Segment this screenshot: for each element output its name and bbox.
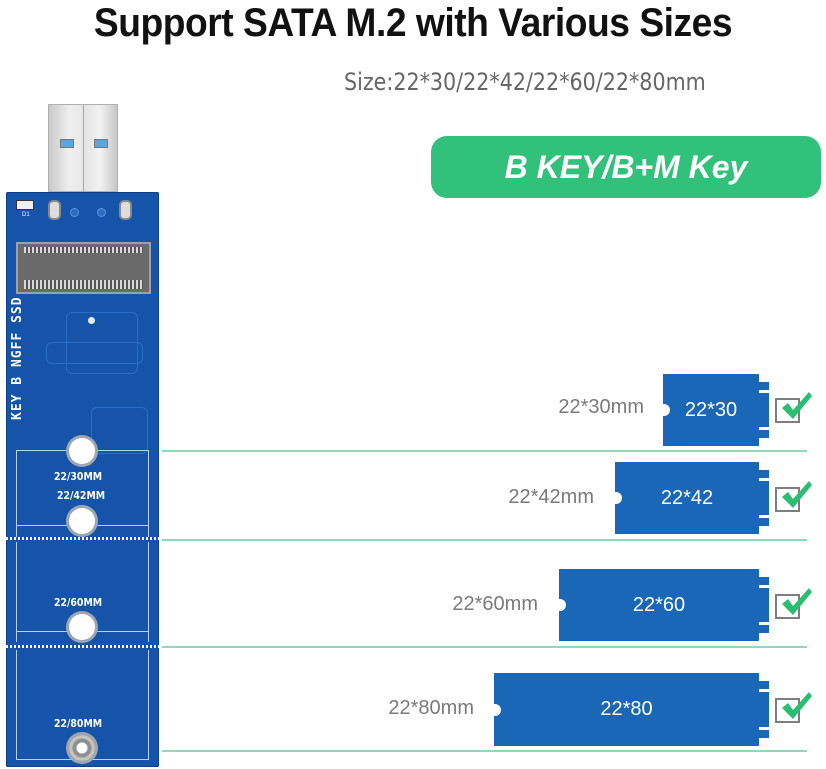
supported-checkbox-80 xyxy=(775,692,812,723)
mount-label-60: 22/60MM xyxy=(54,596,103,609)
size-label-60: 22*60mm xyxy=(452,593,538,615)
mount-label-30: 22/30MM xyxy=(54,470,103,483)
supported-checkbox-60 xyxy=(775,588,812,619)
zone-line xyxy=(16,542,17,642)
solder-pad xyxy=(119,200,132,220)
mount-hole-42 xyxy=(69,508,95,534)
led-component xyxy=(16,200,34,210)
mount-label-80: 22/80MM xyxy=(54,717,103,730)
ssd-card-42: 22*42 xyxy=(610,462,769,534)
key-type-label: B KEY/B+M Key xyxy=(504,148,748,185)
size-subtitle: Size:22*30/22*42/22*60/22*80mm xyxy=(344,68,706,96)
zone-line xyxy=(148,542,149,642)
via xyxy=(70,208,79,217)
guide-line-80 xyxy=(162,750,807,752)
guide-line-42 xyxy=(162,539,807,541)
mount-hole-30 xyxy=(69,438,95,464)
guide-line-30 xyxy=(162,450,807,452)
ssd-screw-notch xyxy=(554,599,566,611)
solder-pad xyxy=(48,200,61,220)
usb-connector xyxy=(48,104,118,193)
key-gap xyxy=(759,390,769,393)
board-silk-text: KEY B NGFF SSD xyxy=(10,296,25,420)
ssd-screw-notch xyxy=(489,703,501,716)
ssd-screw-notch xyxy=(658,404,670,416)
zone-line xyxy=(16,650,17,760)
mount-hole-60 xyxy=(69,614,95,640)
ssd-key-edge xyxy=(759,382,769,438)
usb-contact-window xyxy=(94,139,108,148)
ssd-screw-notch xyxy=(610,492,622,504)
key-gap xyxy=(759,727,769,730)
usb-contact-window xyxy=(60,139,74,148)
check-icon xyxy=(782,481,812,508)
key-gap xyxy=(759,427,769,430)
via xyxy=(97,208,106,217)
slot-pins-bottom xyxy=(24,280,143,289)
page-title: Support SATA M.2 with Various Sizes xyxy=(93,1,733,45)
via xyxy=(88,317,95,324)
check-icon xyxy=(782,692,812,719)
key-gap xyxy=(759,622,769,625)
mount-screw-80 xyxy=(69,735,95,761)
supported-checkbox-30 xyxy=(775,392,812,423)
cut-line xyxy=(6,645,159,648)
m2-slot xyxy=(16,242,151,294)
ssd-key-edge xyxy=(759,470,769,526)
ssd-card-80: 22*80 xyxy=(489,673,769,746)
key-gap xyxy=(759,515,769,518)
zone-line xyxy=(16,450,17,540)
key-gap xyxy=(759,689,769,692)
ssd-card-label: 22*60 xyxy=(632,593,686,616)
pcb-trace xyxy=(91,407,148,454)
mount-label-42: 22/42MM xyxy=(57,489,106,502)
ssd-key-edge xyxy=(759,577,769,633)
ssd-key-edge xyxy=(759,681,769,738)
ssd-card-label: 22*42 xyxy=(660,486,714,509)
zone-line xyxy=(148,650,149,760)
ssd-card-60: 22*60 xyxy=(554,569,769,641)
size-label-42: 22*42mm xyxy=(508,486,594,508)
size-label-30: 22*30mm xyxy=(558,396,644,418)
pcb-trace xyxy=(46,342,143,364)
led-silk-label: D1 xyxy=(22,212,30,218)
ssd-card-label: 22*80 xyxy=(600,698,653,720)
usb-seam xyxy=(83,105,84,193)
key-type-badge: B KEY/B+M Key xyxy=(431,136,821,198)
key-gap xyxy=(759,478,769,481)
slot-pins-top xyxy=(24,247,143,253)
m2-adapter-board: D1 KEY B NGFF SSD 22/30MM 22/42MM 22/60M… xyxy=(6,192,159,767)
check-icon xyxy=(782,588,812,615)
ssd-card-label: 22*30 xyxy=(684,398,738,421)
ssd-card-30: 22*30 xyxy=(658,374,769,446)
guide-line-60 xyxy=(162,646,807,648)
size-label-80: 22*80mm xyxy=(388,697,474,719)
zone-line xyxy=(148,450,149,540)
cut-line xyxy=(6,537,159,540)
key-gap xyxy=(759,585,769,588)
check-icon xyxy=(782,392,812,419)
supported-checkbox-42 xyxy=(775,481,812,512)
